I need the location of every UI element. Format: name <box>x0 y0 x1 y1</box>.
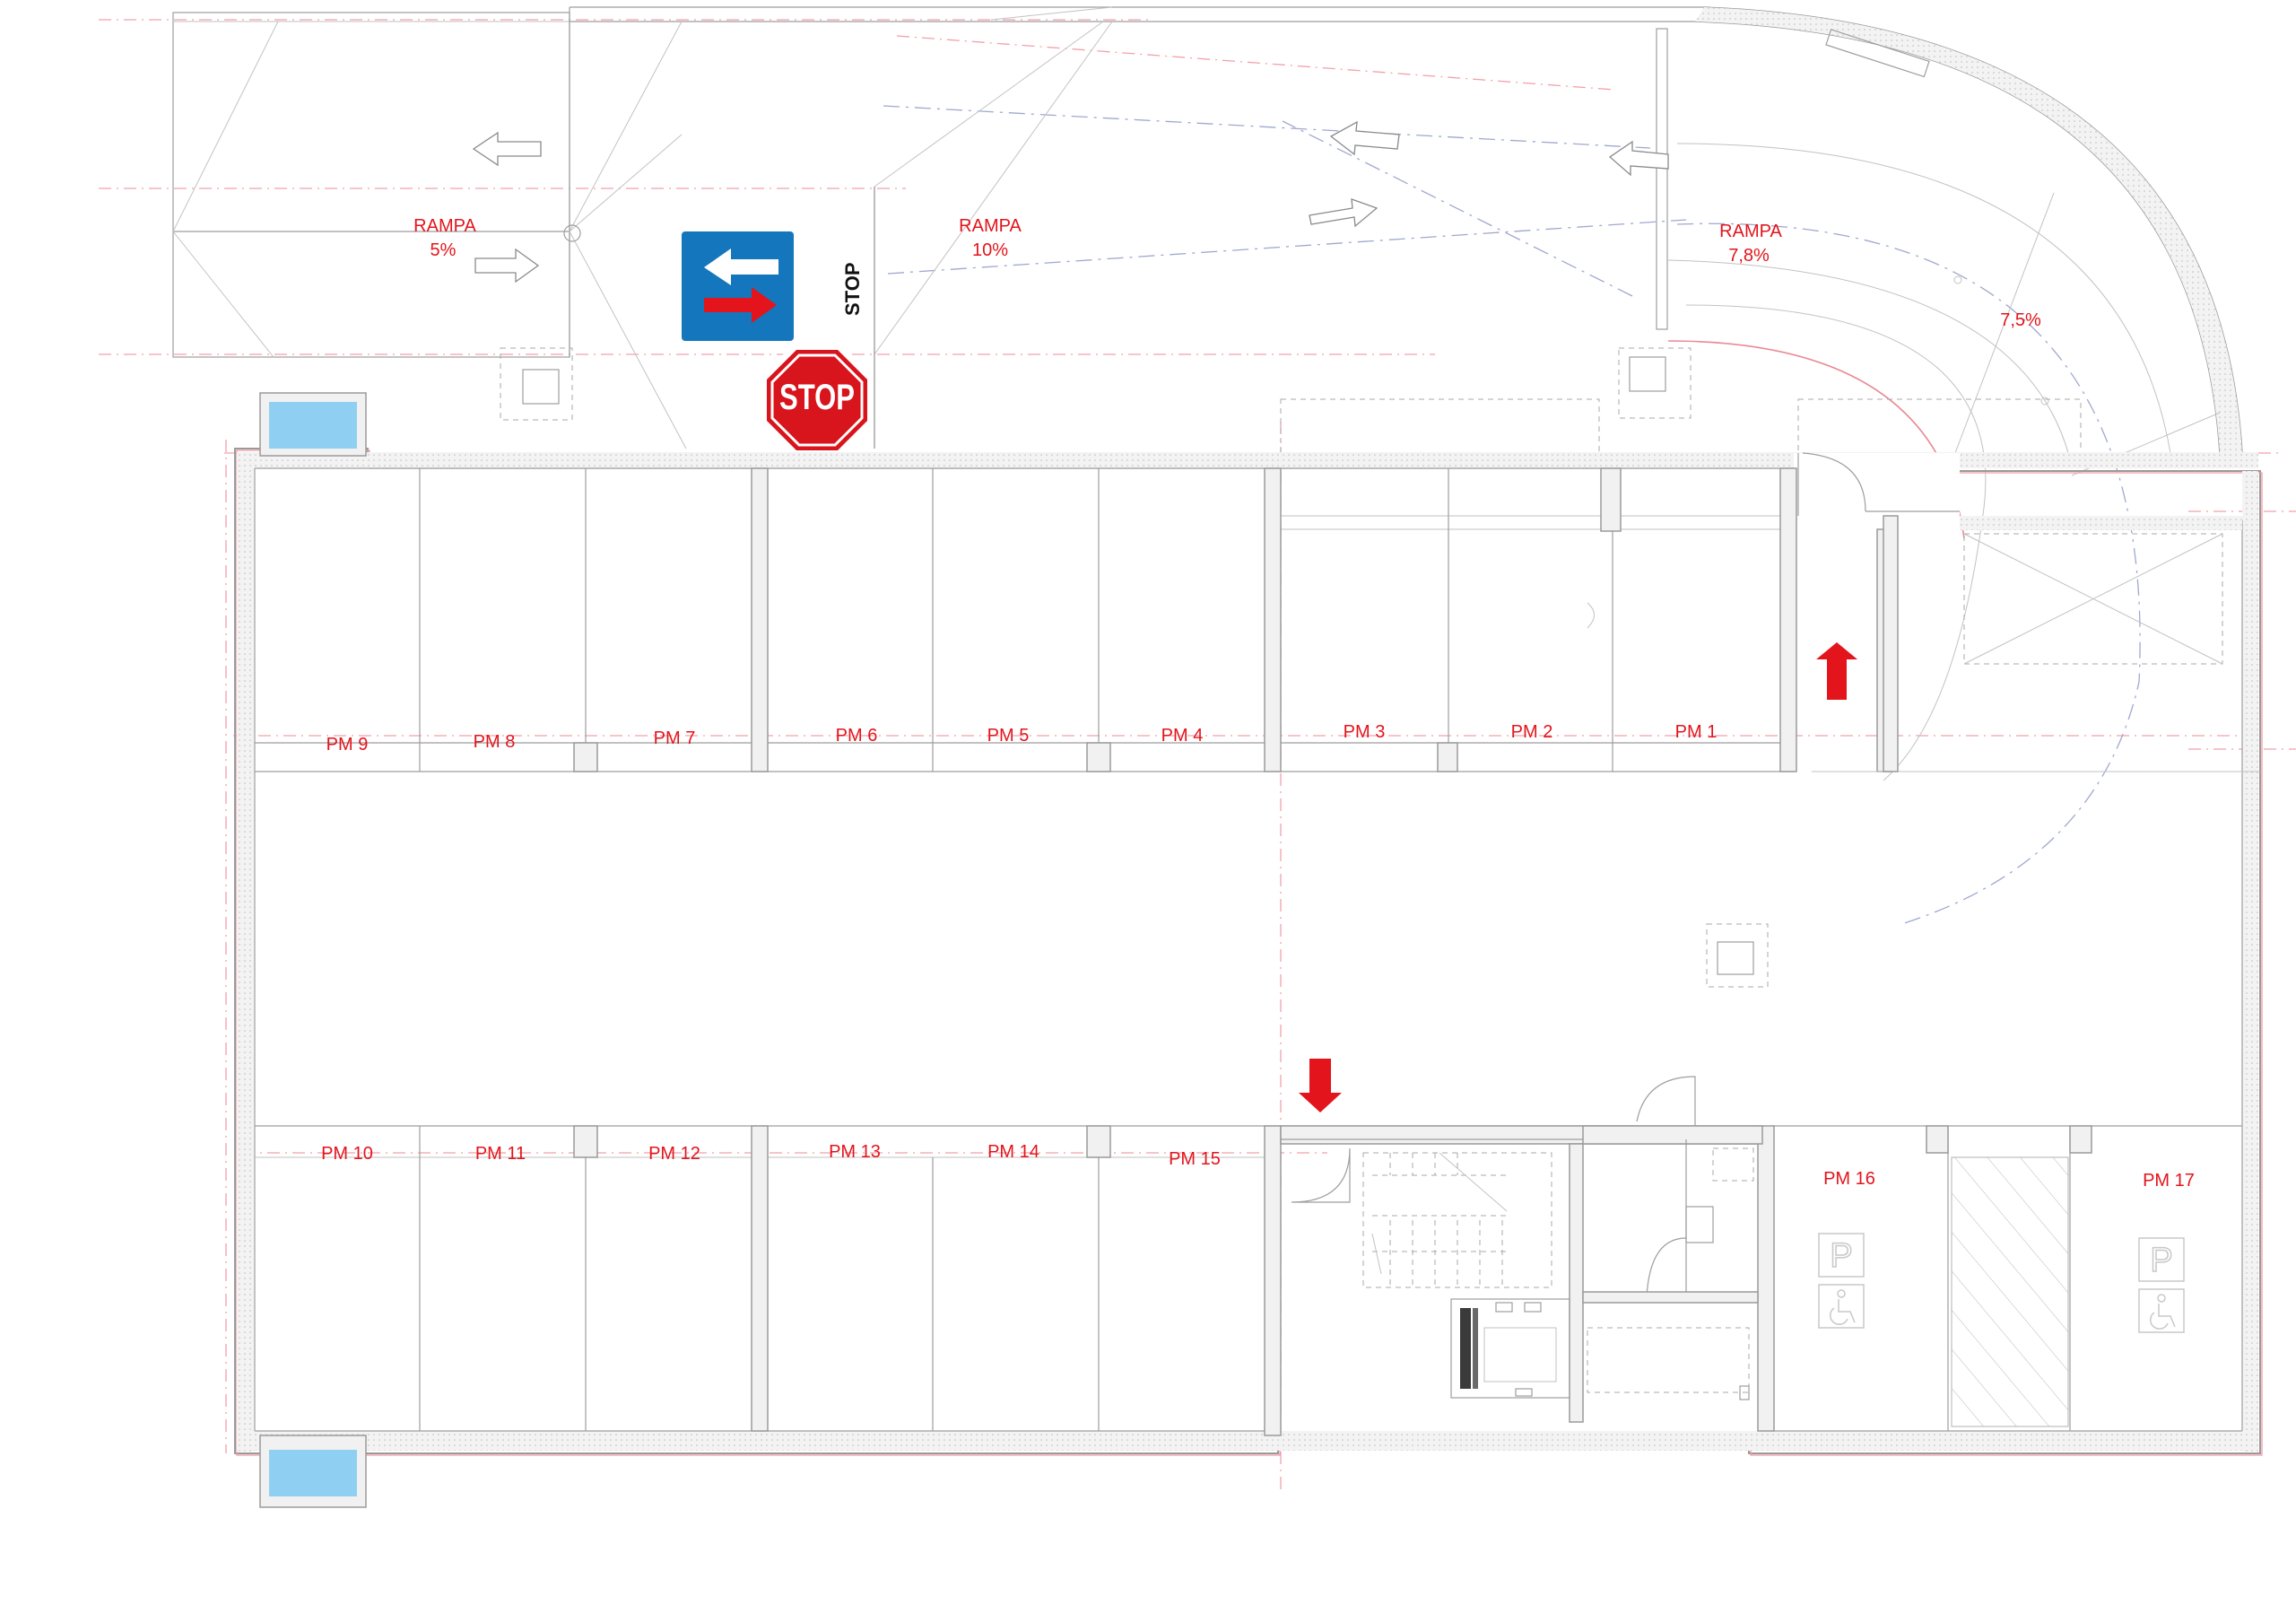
parking-row-bottom <box>255 1125 2242 1436</box>
parking-space-label: PM 16 <box>1823 1169 1875 1189</box>
arrow-right-icon <box>1309 198 1378 228</box>
ramp-1-title: RAMPA <box>413 216 476 236</box>
ramp-2-title: RAMPA <box>959 216 1022 236</box>
building-outer-wall <box>234 448 2263 1456</box>
ramp-2-grade: 10% <box>972 240 1008 260</box>
parking-space-label: PM 10 <box>321 1144 373 1164</box>
ramp-curve-grade: 7,5% <box>2000 310 2041 330</box>
parking-space-label: PM 3 <box>1344 722 1386 742</box>
stop-sign-text: STOP <box>779 378 855 417</box>
parking-space-label: PM 6 <box>836 726 878 746</box>
staircase <box>1362 1152 1552 1288</box>
stop-sign: STOP <box>761 344 874 457</box>
parking-space-label: PM 2 <box>1511 722 1553 742</box>
accessible-parking-symbols: P P <box>1818 1233 2185 1333</box>
parking-space-label: PM 8 <box>474 732 516 752</box>
parking-space-label: PM 1 <box>1675 722 1718 742</box>
parking-row-top <box>255 467 2260 772</box>
arrow-right-icon <box>474 248 540 283</box>
ramp-arrows <box>472 120 1669 283</box>
parking-labels-top: PM 9 PM 8 PM 7 PM 6 PM 5 PM 4 PM 3 PM 2 … <box>326 722 1718 755</box>
accessible-parking-icon: P <box>1818 1233 1865 1329</box>
parking-space-label: PM 5 <box>987 726 1030 746</box>
arrow-left-icon <box>472 131 542 167</box>
ramp-shaft <box>1883 515 2223 772</box>
red-arrow-up-icon <box>1816 642 1857 700</box>
elevator <box>1450 1298 1570 1399</box>
ramp-1-grade: 5% <box>430 240 457 260</box>
column <box>1706 923 1769 988</box>
parking-space-label: PM 4 <box>1161 726 1204 746</box>
accessible-parking-icon: P <box>2138 1237 2185 1333</box>
red-arrow-down-icon <box>1299 1059 1342 1112</box>
stop-road-marking: STOP <box>841 262 864 316</box>
parking-space-label: PM 14 <box>987 1142 1039 1162</box>
parking-space-label: PM 13 <box>829 1142 881 1162</box>
ramp-labels: RAMPA 5% RAMPA 10% RAMPA 7,8% 7,5% <box>413 216 2041 330</box>
ramp-3-title: RAMPA <box>1719 222 1782 241</box>
parking-space-label: PM 7 <box>654 728 696 748</box>
parking-labels-bottom: PM 10 PM 11 PM 12 PM 13 PM 14 PM 15 PM 1… <box>321 1142 2195 1191</box>
arrow-left-icon <box>1608 140 1669 177</box>
parking-space-label: PM 15 <box>1169 1149 1221 1169</box>
parking-space-label: PM 9 <box>326 735 369 755</box>
parking-space-label: PM 17 <box>2143 1171 2195 1191</box>
building-core <box>1280 1076 1763 1423</box>
priority-traffic-sign <box>682 231 794 341</box>
parking-space-label: PM 11 <box>475 1144 526 1164</box>
ramp-column <box>500 347 1692 421</box>
svg-text:P: P <box>2150 1242 2172 1279</box>
arrow-left-icon <box>1329 120 1400 156</box>
light-well <box>259 392 367 1508</box>
traffic-direction-arrows <box>1299 642 1857 1112</box>
white-arrow-left-icon <box>704 249 778 285</box>
svg-text:P: P <box>1830 1237 1852 1275</box>
ramp-3-grade: 7,8% <box>1728 246 1770 266</box>
parking-space-label: PM 12 <box>648 1144 700 1164</box>
red-arrow-right-icon <box>704 287 777 323</box>
